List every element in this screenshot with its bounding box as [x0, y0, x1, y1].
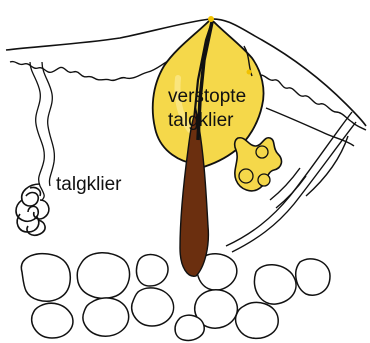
fat-cell — [32, 303, 73, 338]
epidermis-boundary-right — [258, 75, 366, 130]
gland-lobe-bubble — [239, 169, 253, 183]
gland-duct-inner — [42, 62, 54, 186]
fat-cell — [132, 288, 174, 326]
blocked-gland-label-line1: verstopte — [168, 86, 246, 107]
gland-label: talgklier — [56, 174, 122, 195]
fat-cell — [137, 255, 169, 287]
gland-lobe-bubble — [256, 146, 268, 158]
gland-duct-outer — [30, 62, 44, 200]
fat-cell — [83, 298, 129, 336]
fat-cell — [296, 259, 330, 295]
blocked-gland-label-line2: talgklier — [168, 110, 234, 131]
fat-cell — [77, 253, 129, 299]
pore-dot — [208, 16, 214, 22]
fat-cell — [21, 254, 70, 302]
fat-cells — [21, 253, 330, 341]
coiled-gland — [16, 184, 49, 235]
fat-cell — [254, 265, 296, 304]
fat-cell — [175, 315, 204, 340]
fat-cell — [236, 302, 279, 338]
gland-lobe-bubble — [258, 174, 270, 186]
epidermis-boundary-left — [10, 60, 170, 80]
pore-dot — [247, 70, 252, 75]
